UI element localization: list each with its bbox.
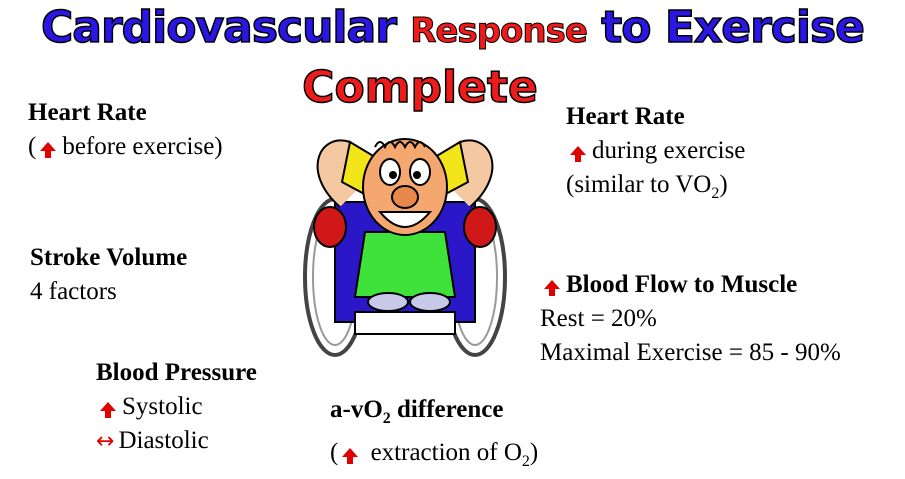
title-part-2: Response (410, 11, 589, 52)
avo2-head-sub: 2 (382, 410, 391, 427)
heart-rate-during-block: Heart Rate during exercise (similar to V… (566, 100, 745, 211)
heart-rate-before-block: Heart Rate ( before exercise) (28, 96, 223, 164)
stroke-volume-text: 4 factors (30, 278, 117, 305)
wheelchair-cartoon-image (303, 138, 507, 357)
heart-rate-before-line: ( before exercise) (28, 130, 223, 164)
stroke-volume-block: Stroke Volume 4 factors (30, 241, 187, 309)
systolic-text: Systolic (122, 393, 203, 420)
blood-flow-heading: Blood Flow to Muscle (566, 271, 798, 298)
avo2-heading: a-vO2 difference (330, 393, 538, 436)
avo2-text-pre: extraction of O (364, 439, 522, 466)
subtitle: Complete (301, 61, 538, 114)
heart-rate-during-line: during exercise (566, 134, 745, 168)
avo2-line: ( extraction of O2) (330, 436, 538, 479)
up-arrow-icon (544, 279, 560, 296)
left-right-arrow-icon: ↔ (96, 429, 115, 454)
title-part-1: Cardiovascular (40, 1, 397, 54)
title-part-3: to Exercise (601, 1, 866, 54)
avo2-head-pre: a-vO (330, 396, 383, 423)
systolic-line: Systolic (96, 390, 257, 424)
up-arrow-icon (570, 145, 586, 162)
diastolic-text: Diastolic (118, 427, 209, 454)
diastolic-line: ↔Diastolic (96, 424, 257, 459)
blood-flow-rest: Rest = 20% (540, 305, 657, 332)
avo2-text-post: ) (529, 439, 539, 466)
avo2-head-post: difference (390, 396, 504, 423)
up-arrow-icon (342, 447, 359, 464)
paren-open: ( (28, 133, 37, 160)
blood-flow-heading-line: Blood Flow to Muscle (540, 268, 841, 302)
up-arrow-icon (100, 401, 116, 418)
heart-rate-before-text: before exercise) (62, 133, 223, 160)
heart-rate-note: (similar to VO2) (566, 168, 745, 211)
stroke-volume-heading: Stroke Volume (30, 244, 188, 271)
avo2-block: a-vO2 difference ( extraction of O2) (330, 393, 538, 479)
heart-rate-during-heading: Heart Rate (566, 103, 685, 130)
avo2-text-sub: 2 (521, 453, 530, 470)
blood-flow-block: Blood Flow to Muscle Rest = 20% Maximal … (540, 268, 841, 370)
blood-pressure-block: Blood Pressure Systolic ↔Diastolic (96, 356, 257, 459)
page-title: Cardiovascular Response to Exercise (0, 1, 905, 54)
up-arrow-icon (40, 141, 57, 158)
paren-open: ( (330, 439, 339, 466)
note-post: ) (719, 171, 728, 198)
blood-flow-max: Maximal Exercise = 85 - 90% (540, 339, 841, 366)
heart-rate-before-heading: Heart Rate (28, 99, 147, 126)
note-sub: 2 (711, 185, 720, 202)
heart-rate-during-text: during exercise (592, 137, 746, 164)
note-pre: (similar to VO (566, 171, 712, 198)
blood-pressure-heading: Blood Pressure (96, 359, 257, 386)
